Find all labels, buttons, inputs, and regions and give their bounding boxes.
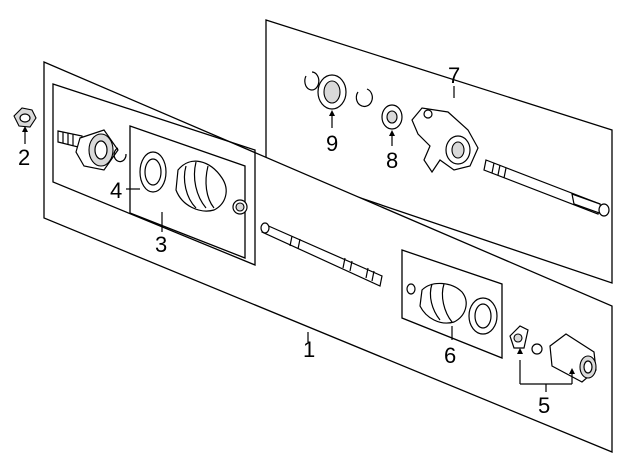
inner-boot	[139, 151, 248, 215]
callout-6: 6	[444, 343, 456, 368]
snap-ring-right	[355, 88, 373, 108]
callout-8: 8	[386, 148, 398, 173]
box-outer-boot	[401, 249, 503, 359]
intermediate-shaft	[260, 222, 383, 287]
hub-bearing	[381, 104, 403, 130]
box-inner-boot	[129, 125, 246, 259]
callout-2: 2	[18, 145, 30, 170]
snap-ring-left	[304, 71, 320, 91]
axle-nut	[13, 107, 37, 128]
outer-boot	[406, 282, 498, 335]
drive-shaft	[483, 159, 610, 217]
callout-7: 7	[448, 63, 460, 88]
steering-knuckle	[411, 107, 479, 174]
callout-3: 3	[155, 232, 167, 257]
leader-lines	[22, 86, 575, 392]
dust-seal	[317, 74, 347, 110]
callout-9: 9	[326, 131, 338, 156]
outer-cv-joint	[509, 325, 597, 383]
callout-4: 4	[110, 178, 122, 203]
inner-cv-joint	[57, 129, 127, 171]
callout-5: 5	[538, 393, 550, 418]
callout-1: 1	[303, 337, 315, 362]
box-inner-joint	[52, 83, 256, 266]
